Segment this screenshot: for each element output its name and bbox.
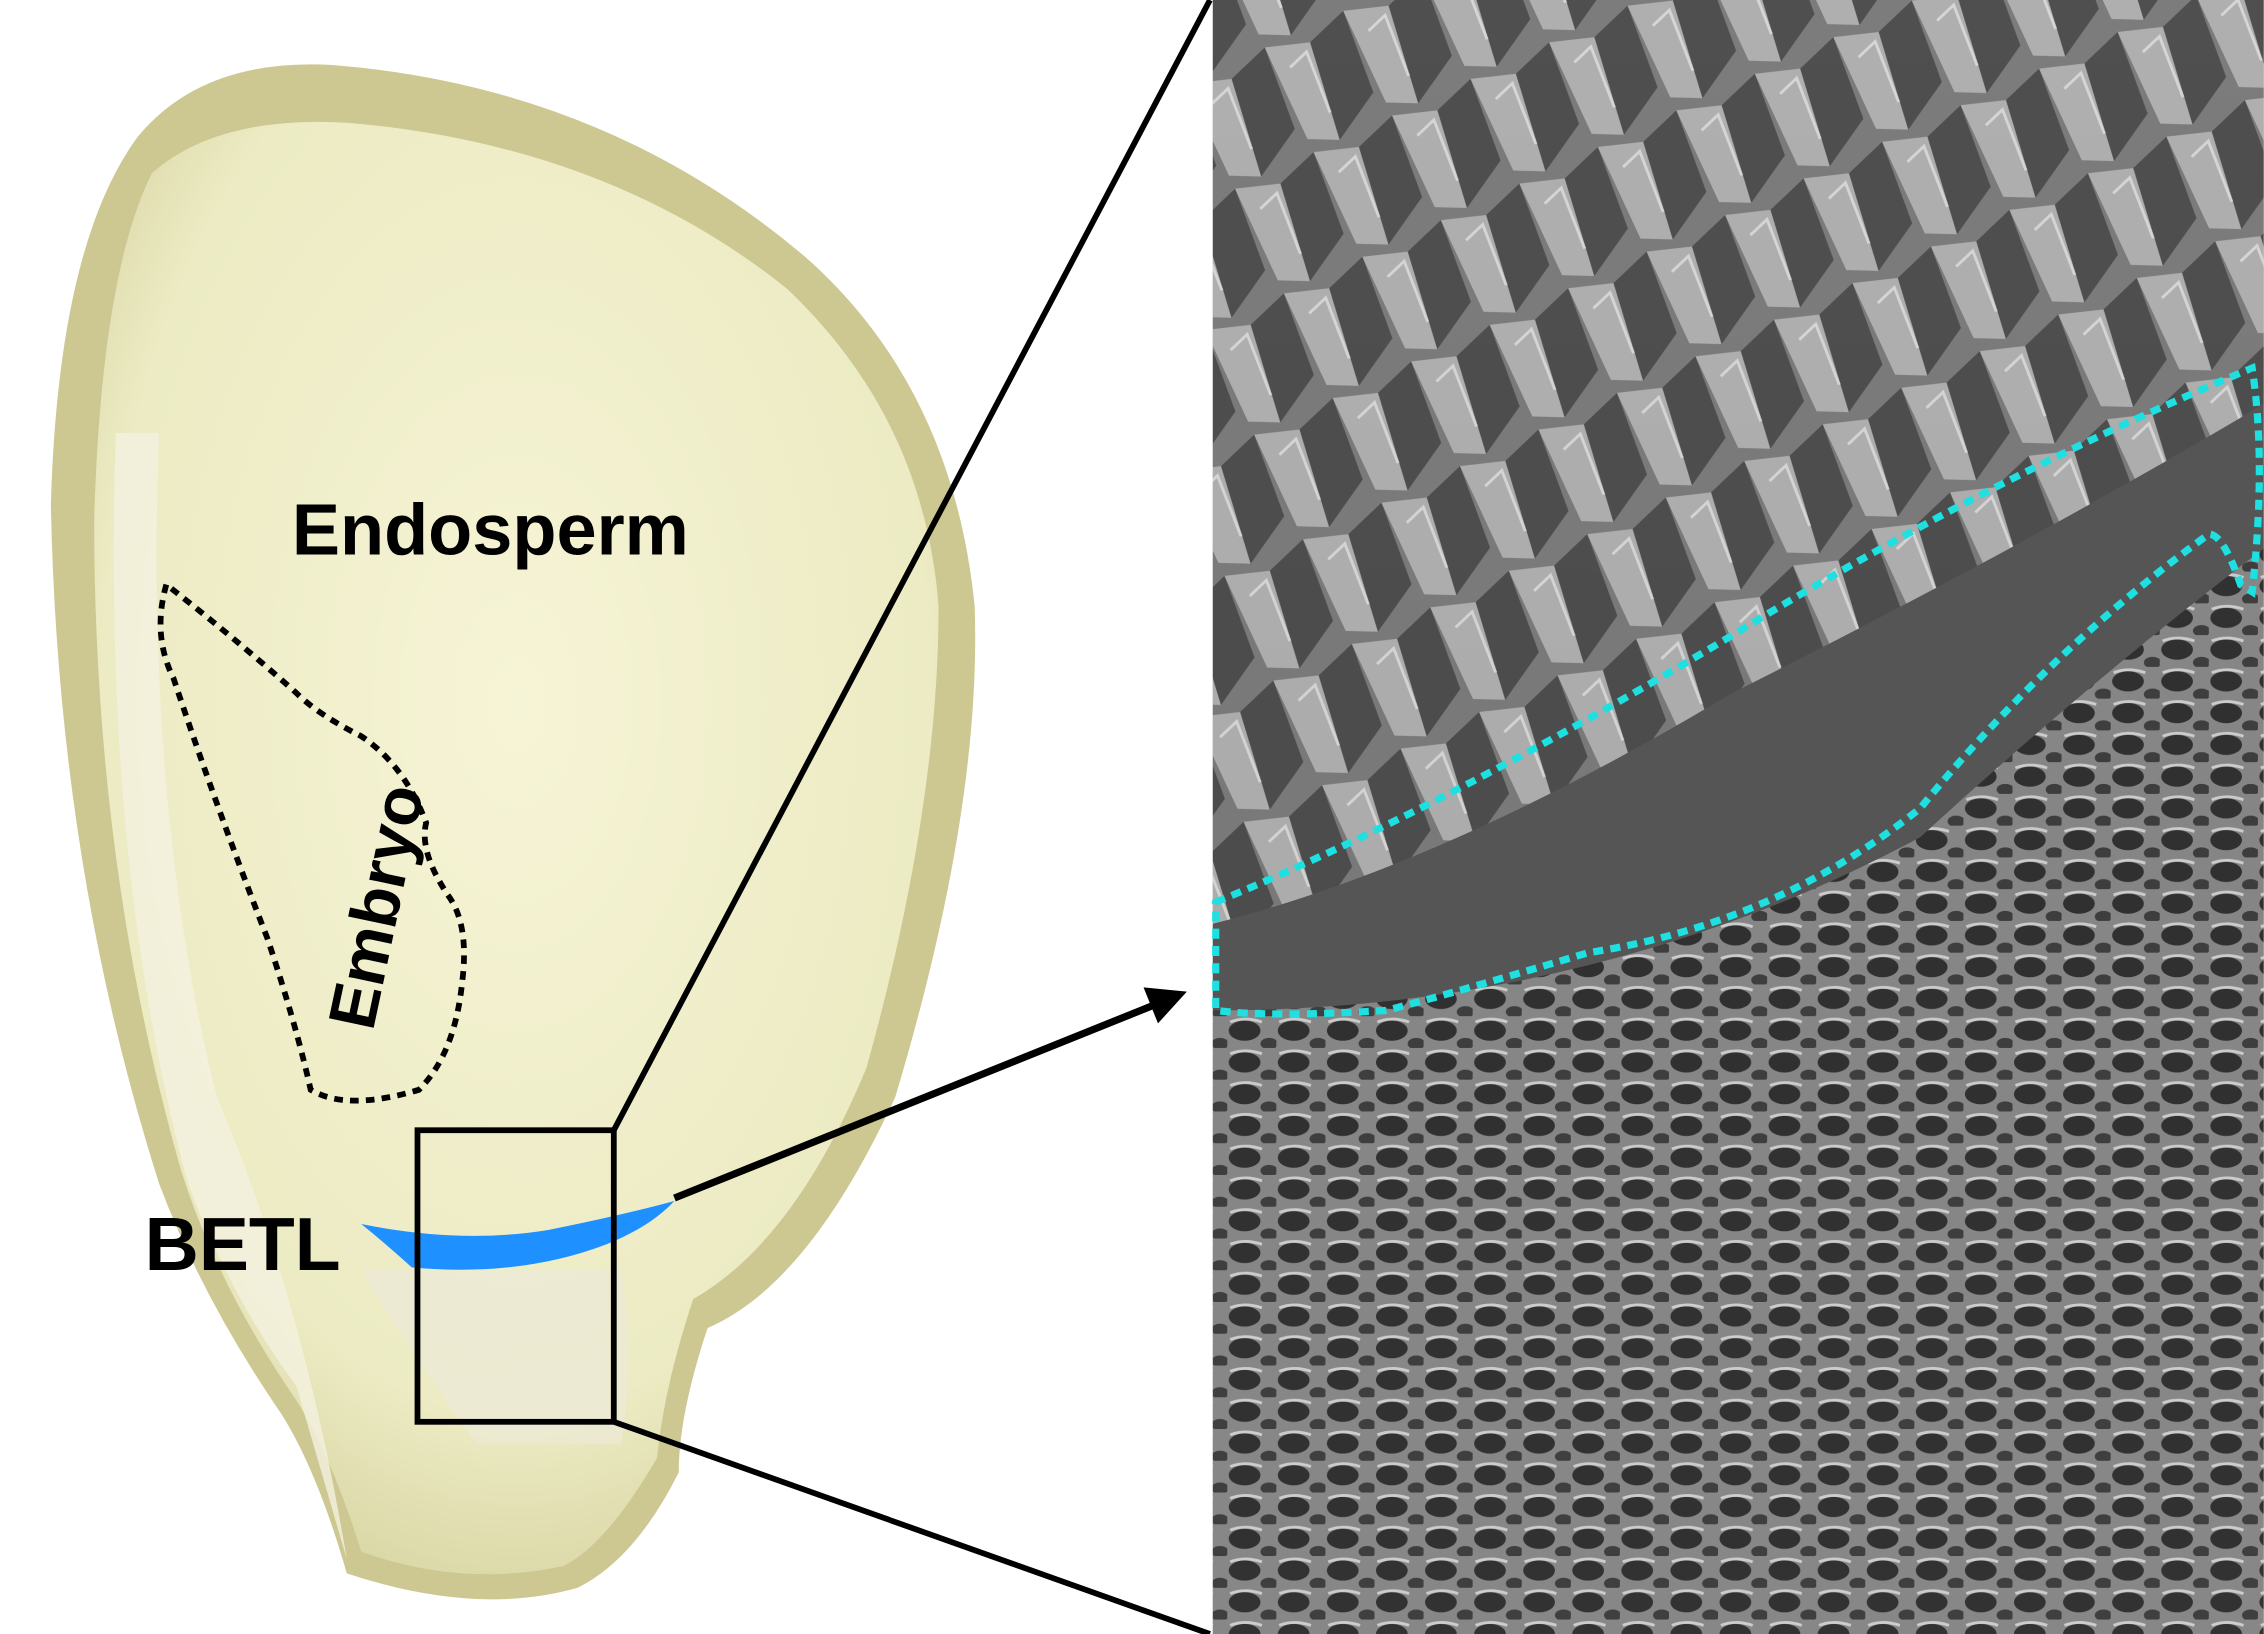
endosperm-label: Endosperm <box>292 490 689 570</box>
betl-outline-sem <box>1212 362 2263 1018</box>
sem-image <box>1212 0 2264 1634</box>
zoom-box <box>414 1127 617 1425</box>
zoom-line-bottom <box>612 1419 1211 1634</box>
arrow <box>673 987 1187 1202</box>
embryo-outline <box>157 579 467 1104</box>
betl-label: BETL <box>145 1202 341 1286</box>
betl-region <box>361 1200 675 1270</box>
kernel-photo <box>50 64 976 1600</box>
zoom-line-top <box>611 0 1213 1132</box>
